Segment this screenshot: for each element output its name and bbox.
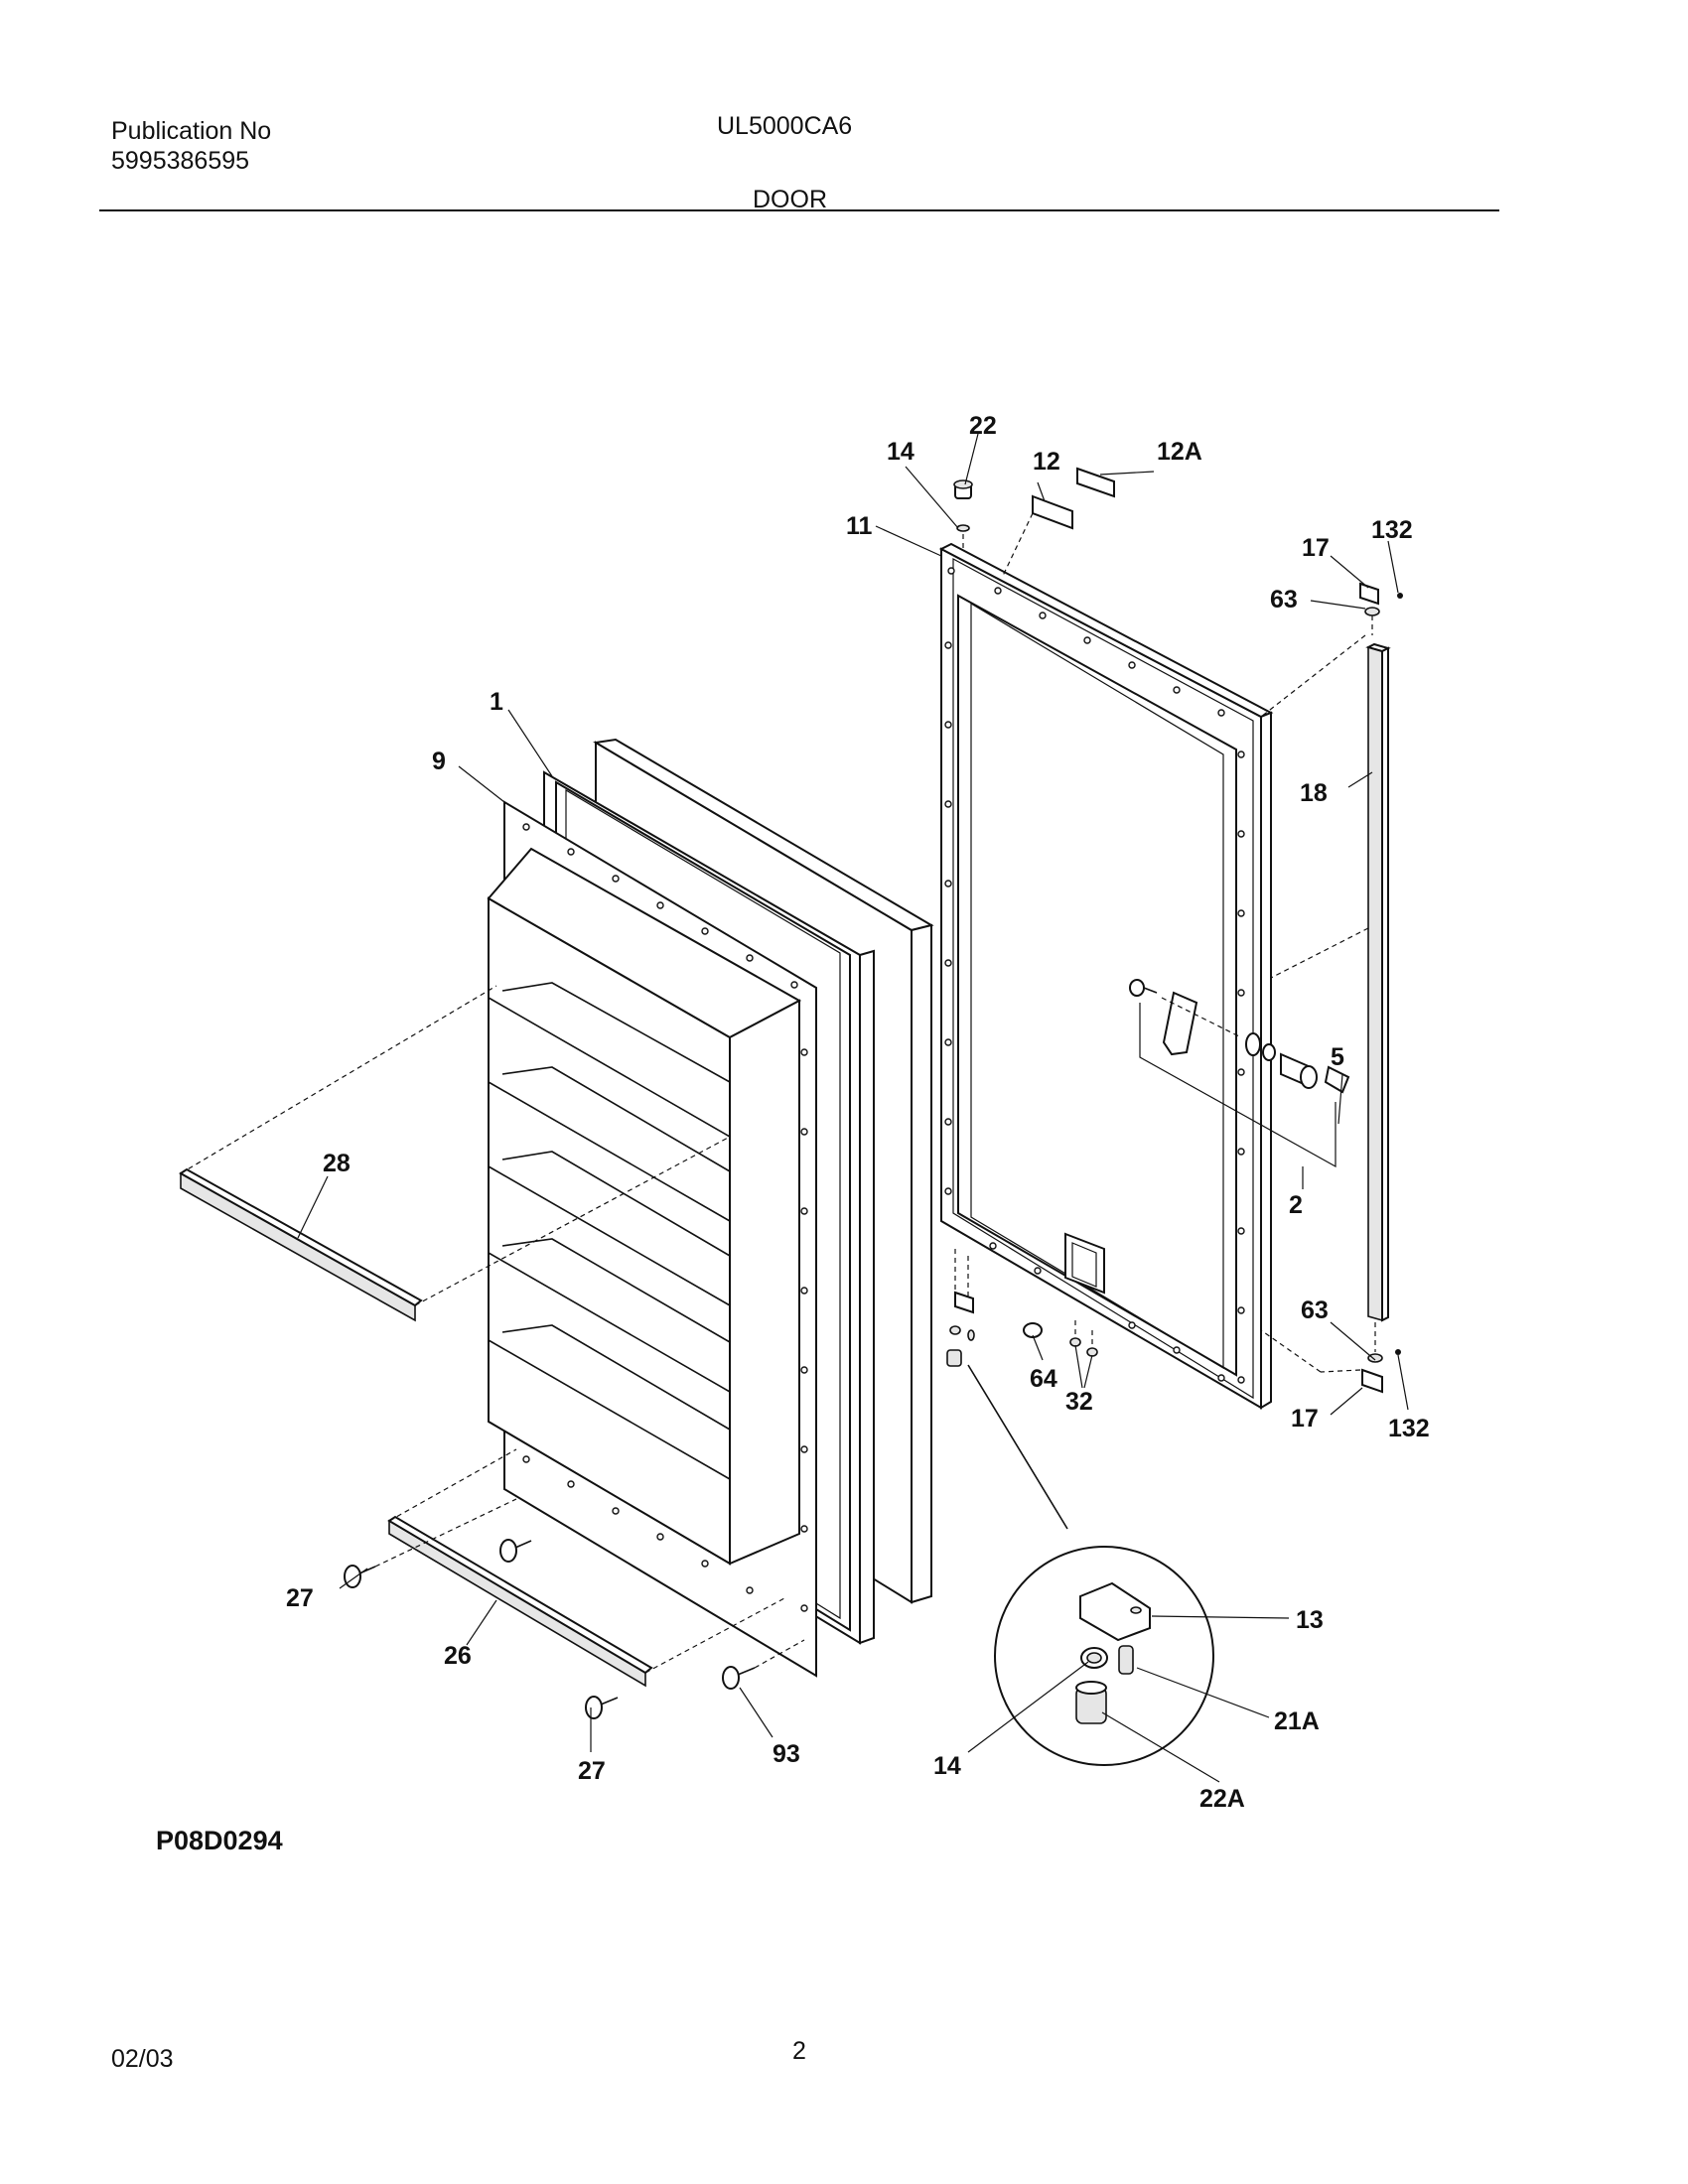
callout-64: 64 <box>1030 1365 1057 1393</box>
liner-screw-holes <box>522 823 808 1612</box>
label-12a <box>1076 467 1115 498</box>
door-strip-18 <box>1270 642 1391 1322</box>
hinge-top <box>1260 582 1403 718</box>
bottom-fasteners <box>1023 1320 1098 1357</box>
callout-32: 32 <box>1065 1388 1093 1416</box>
callout-132-bottom: 132 <box>1388 1415 1430 1442</box>
callout-1: 1 <box>490 688 503 716</box>
callout-17-top: 17 <box>1302 534 1330 562</box>
callout-21a: 21A <box>1274 1707 1320 1735</box>
latch-assembly <box>1129 979 1350 1168</box>
hinge-bottom <box>1260 1322 1401 1394</box>
label-12 <box>1002 494 1073 577</box>
screw-27-mid <box>499 1539 532 1563</box>
callout-63-top: 63 <box>1270 586 1298 614</box>
leader-lines <box>297 433 1409 1783</box>
callout-22a: 22A <box>1199 1785 1245 1813</box>
callout-28: 28 <box>323 1150 351 1177</box>
bottom-bracket-small <box>946 1249 1068 1530</box>
callout-132-top: 132 <box>1371 516 1413 544</box>
section-title: DOOR <box>753 186 827 213</box>
callout-22: 22 <box>969 412 997 440</box>
breaker-strip-28 <box>179 985 731 1322</box>
frame-screw-holes <box>944 567 1245 1384</box>
callout-5: 5 <box>1331 1043 1344 1071</box>
publication-label: Publication No <box>111 117 272 145</box>
callout-9: 9 <box>432 748 446 775</box>
detail-circle <box>994 1546 1214 1766</box>
callout-14-detail: 14 <box>933 1752 961 1780</box>
screw-93 <box>722 1639 805 1690</box>
diagram-code: P08D0294 <box>156 1826 283 1855</box>
callout-26: 26 <box>444 1642 472 1670</box>
inner-door-liner <box>487 800 817 1678</box>
callout-17-bottom: 17 <box>1291 1405 1319 1433</box>
header-rule <box>99 209 1499 211</box>
washer-14-top <box>956 524 970 549</box>
callout-2: 2 <box>1289 1191 1303 1219</box>
footer-date: 02/03 <box>111 2045 174 2073</box>
callout-13: 13 <box>1296 1606 1324 1634</box>
door-shelves <box>488 982 731 1565</box>
screw-27-bottom <box>585 1696 619 1719</box>
breaker-strip-26 <box>387 1448 785 1688</box>
model-number: UL5000CA6 <box>717 112 853 140</box>
callout-63-bottom: 63 <box>1301 1297 1329 1324</box>
callout-93: 93 <box>773 1740 800 1768</box>
callout-18: 18 <box>1300 779 1328 807</box>
publication-number: 5995386595 <box>111 147 250 175</box>
callout-14-top: 14 <box>887 438 914 466</box>
callout-27-left: 27 <box>286 1584 314 1612</box>
callout-27-bottom: 27 <box>578 1757 606 1785</box>
callout-12a: 12A <box>1157 438 1202 466</box>
callout-11: 11 <box>846 512 873 540</box>
page-number: 2 <box>792 2037 806 2065</box>
callout-12: 12 <box>1033 448 1060 476</box>
door-frame-11 <box>938 542 1274 1410</box>
plug-22-top <box>953 479 973 499</box>
